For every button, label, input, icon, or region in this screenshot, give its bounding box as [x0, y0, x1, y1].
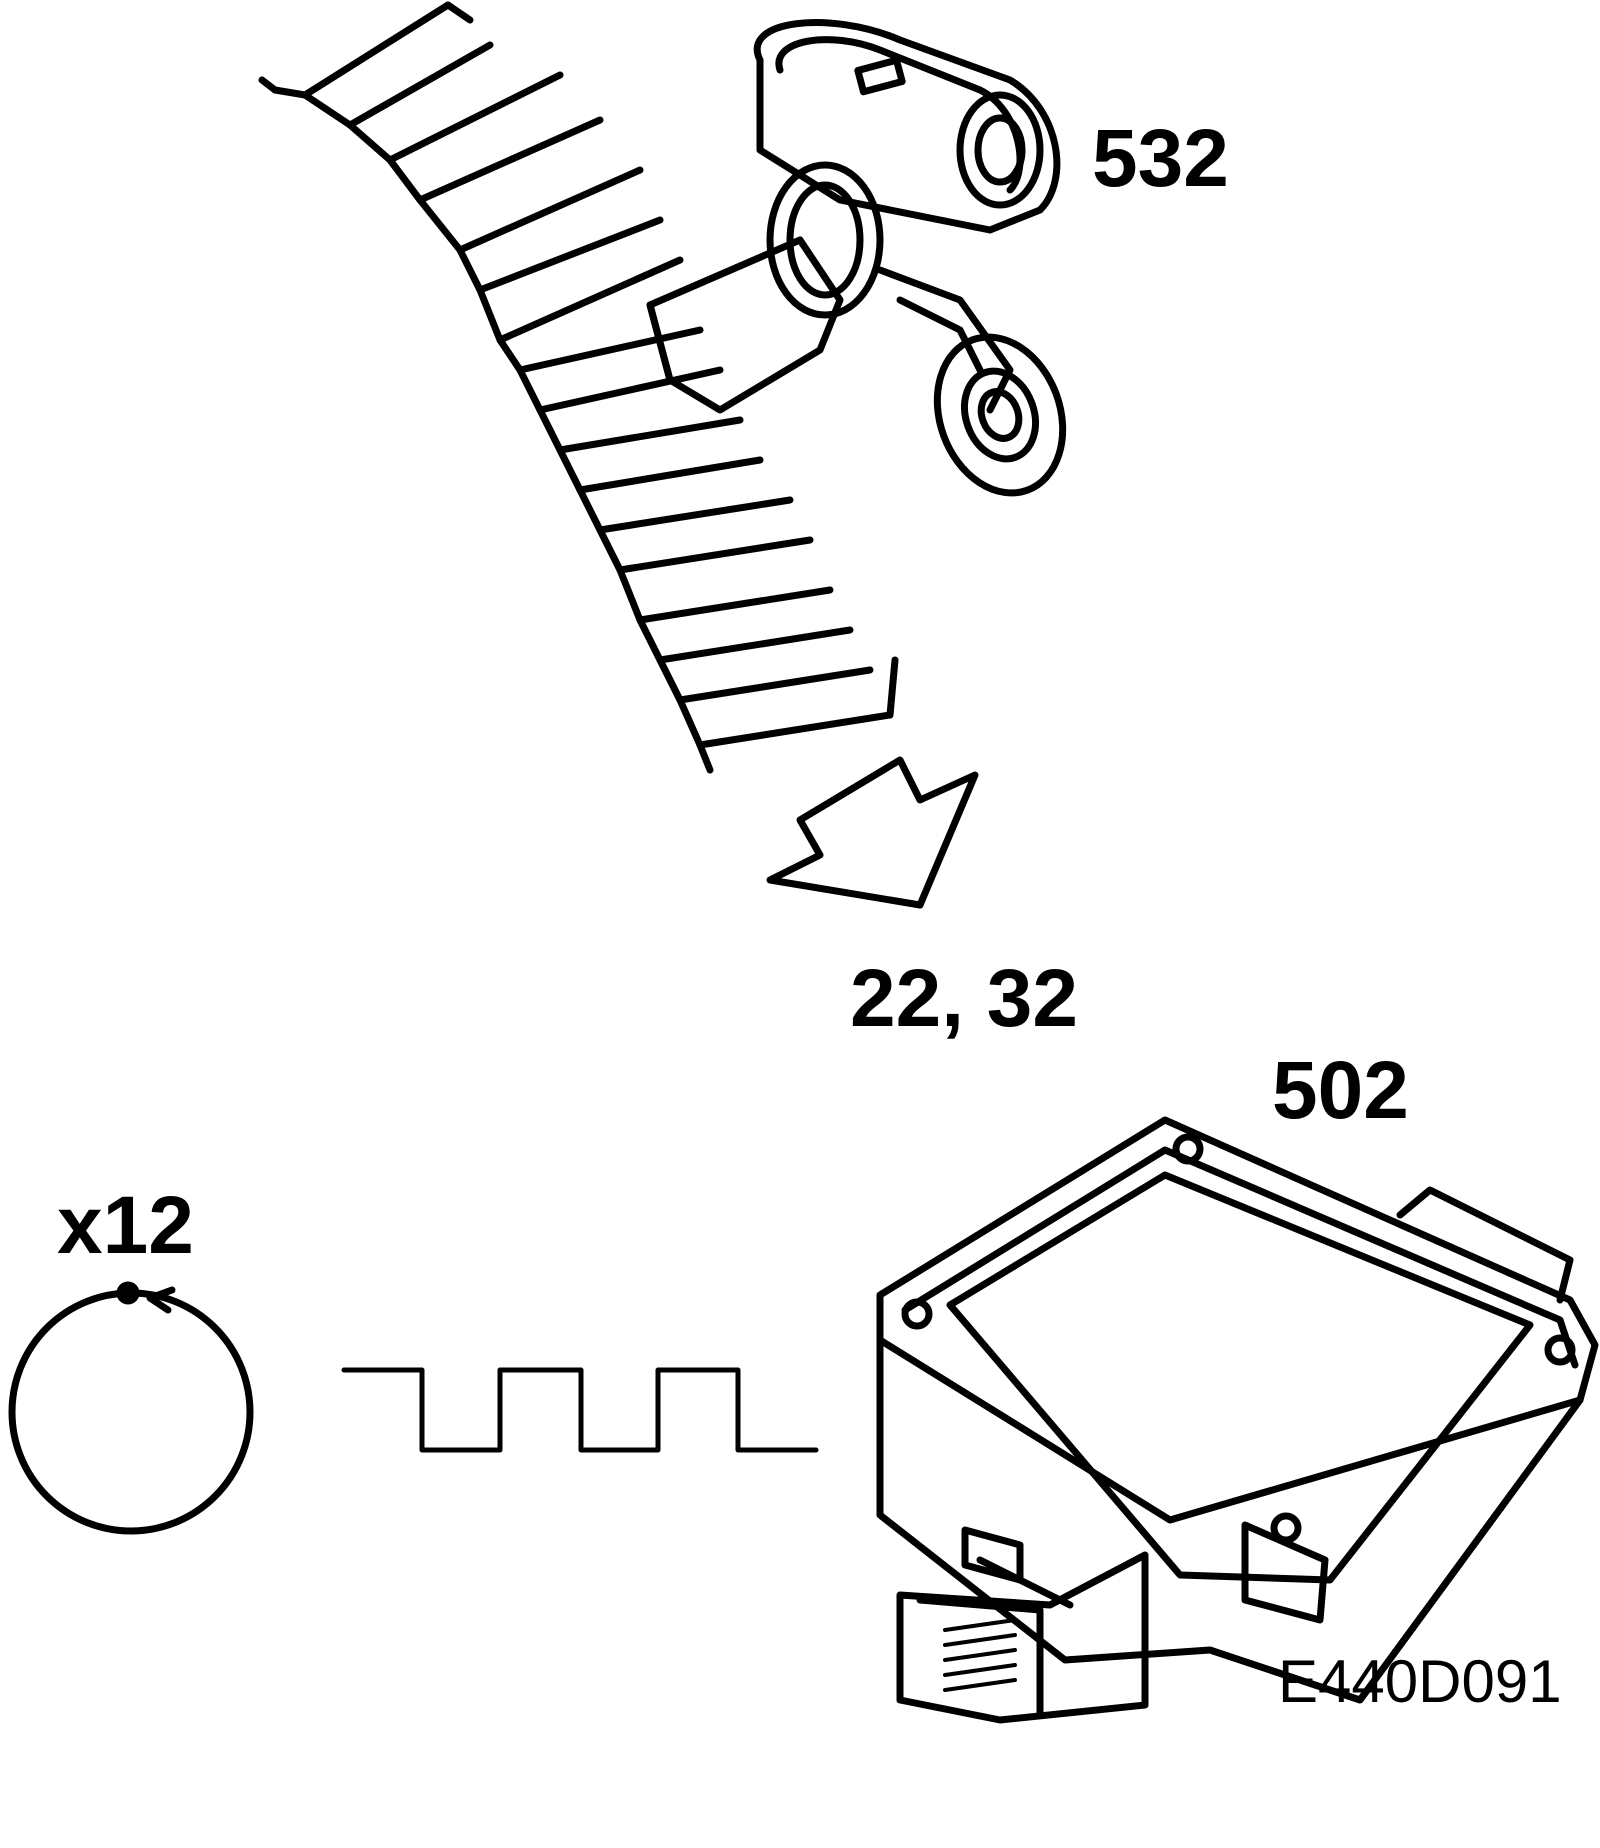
- control-module: [876, 1116, 1599, 1724]
- crankshaft-position-sensor: [646, 19, 1067, 497]
- harness-conduit: [258, 1, 899, 774]
- figure-code: E440D091: [1278, 1648, 1562, 1715]
- connector-pins-callout: 22, 32: [850, 953, 1078, 1044]
- direction-arrow: [766, 756, 979, 909]
- square-wave-signal: [341, 1367, 819, 1453]
- pulses-per-rev-callout: x12: [57, 1180, 194, 1271]
- rotation-symbol: [8, 1281, 254, 1535]
- control-module-callout: 502: [1272, 1045, 1409, 1136]
- sensor-callout: 532: [1092, 113, 1229, 204]
- connector-pins: [943, 1618, 1017, 1692]
